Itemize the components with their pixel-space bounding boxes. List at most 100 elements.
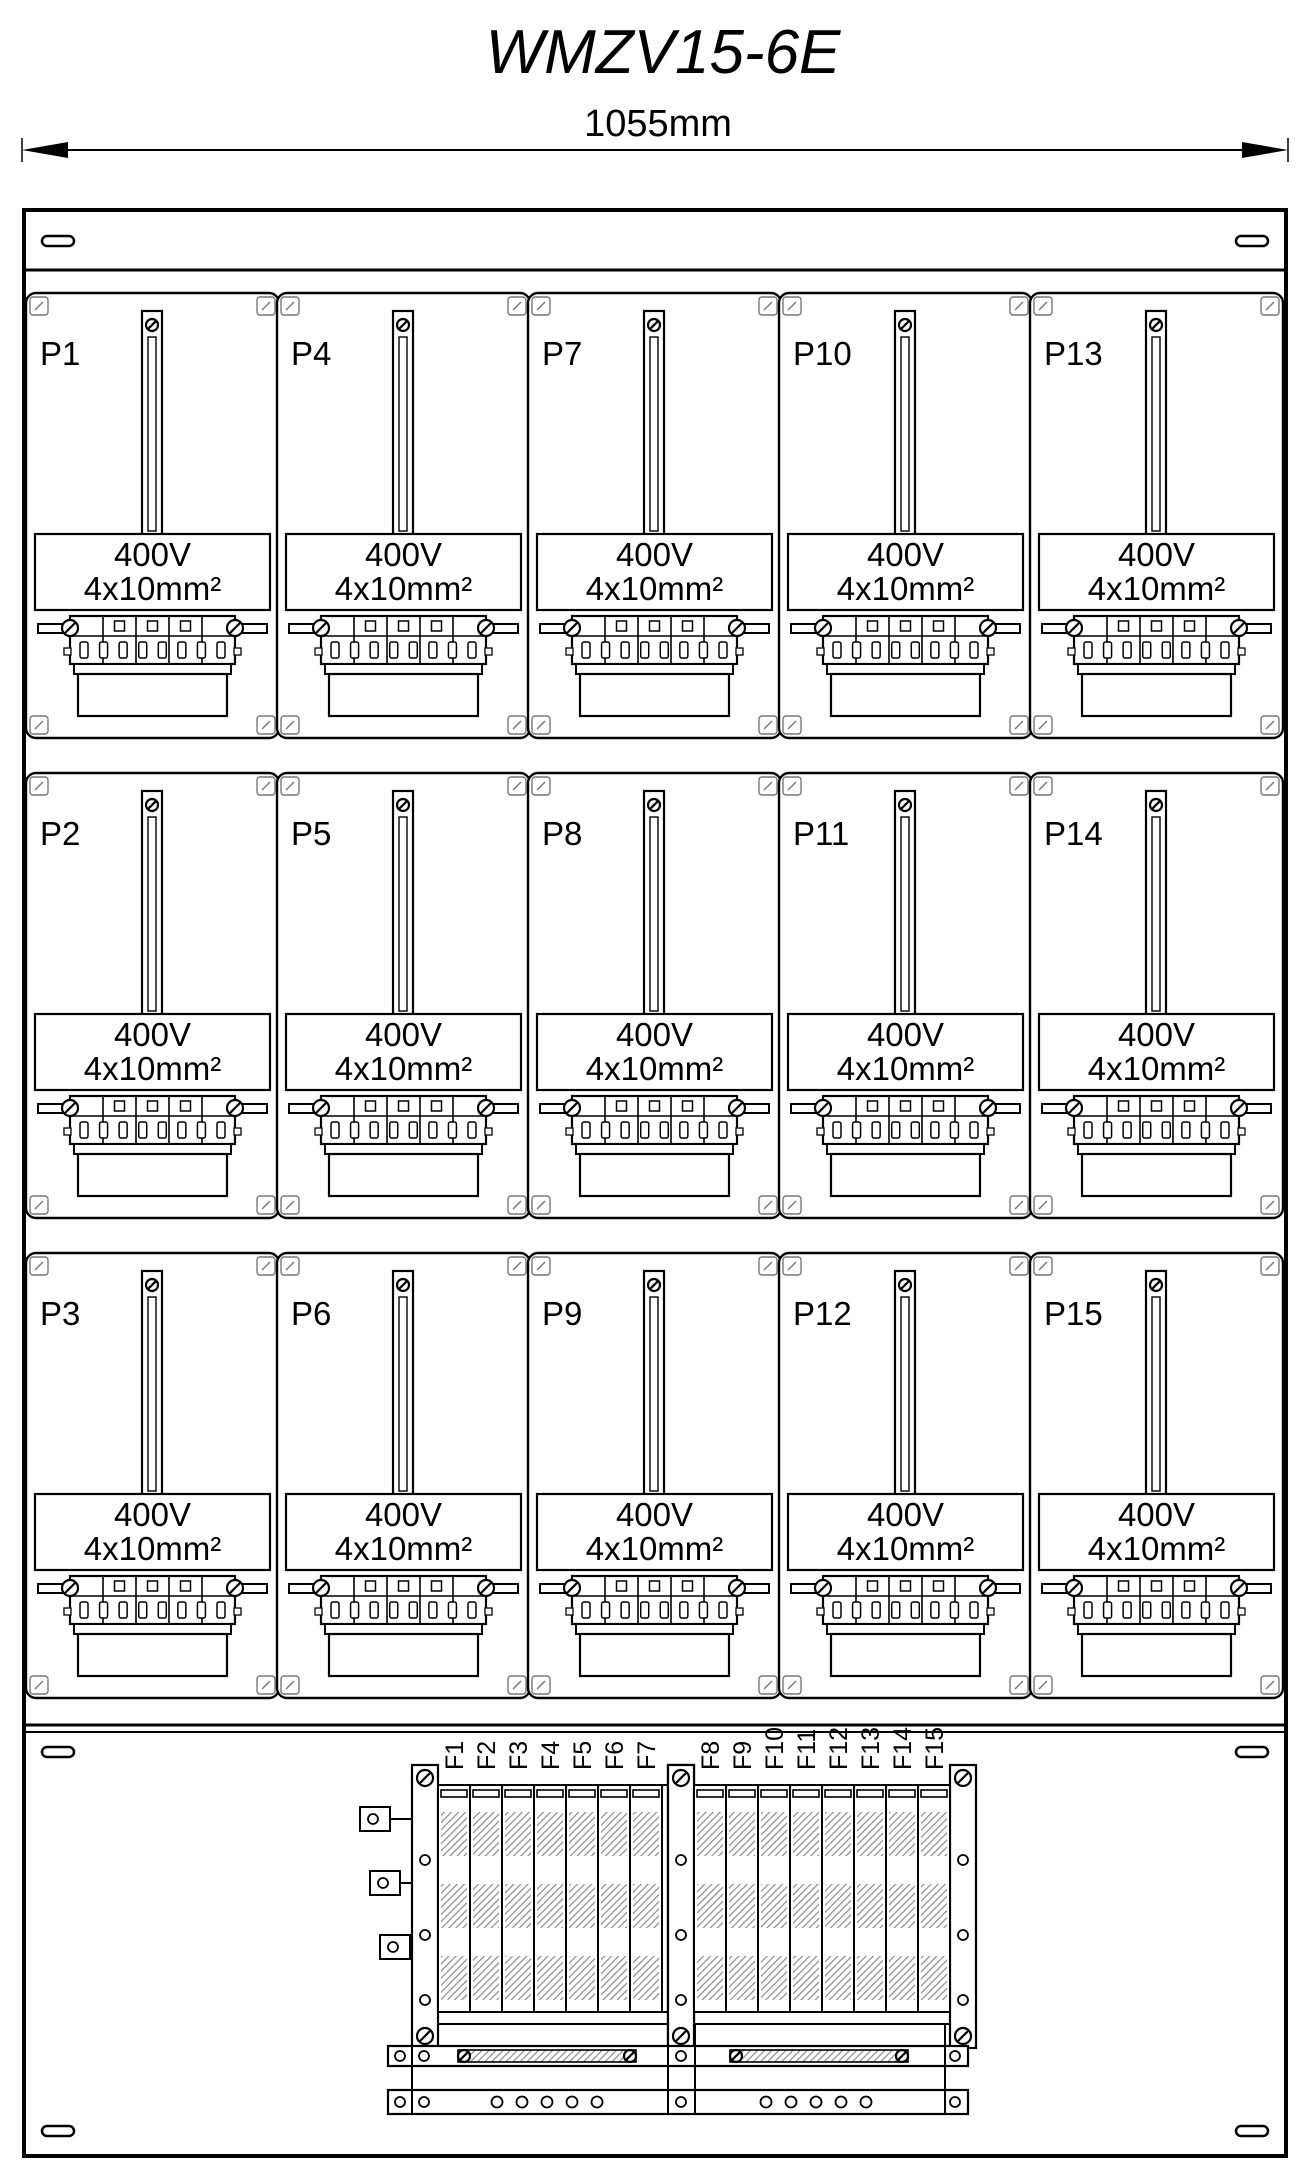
fastener-icon: [1033, 296, 1053, 316]
screw-icon: [813, 618, 833, 638]
screw-icon: [978, 618, 998, 638]
fuse-label: F5: [569, 1741, 597, 1770]
meter-cable-size: 4x10mm²: [1088, 1050, 1226, 1087]
fuse-label: F2: [473, 1741, 501, 1770]
meter-cable-size: 4x10mm²: [586, 570, 724, 607]
screw-icon: [1064, 1578, 1084, 1598]
screw-icon: [1229, 1098, 1249, 1118]
terminal-strip: [729, 2049, 909, 2063]
meter-label: P3: [40, 1295, 80, 1332]
screw-icon: [456, 2048, 472, 2064]
meter-cable-size: 4x10mm²: [84, 1530, 222, 1567]
fuse-label: F10: [761, 1727, 789, 1770]
fuse: F12: [821, 1727, 855, 2013]
fastener-icon: [29, 715, 49, 735]
meter-data-box: [33, 532, 272, 612]
terminal-block: [1041, 1574, 1272, 1678]
screw-icon: [562, 618, 582, 638]
screw-icon: [144, 1277, 160, 1293]
screw-icon: [1229, 1578, 1249, 1598]
meter-cable-size: 4x10mm²: [1088, 1530, 1226, 1567]
width-dimension: 1055mm: [21, 103, 1289, 162]
fastener-icon: [507, 1675, 527, 1695]
fastener-icon: [1033, 1675, 1053, 1695]
screw-icon: [311, 1578, 331, 1598]
meter-grid: P1400V4x10mm²P4400V4x10mm²P7400V4x10mm²P…: [24, 291, 1285, 1700]
screw-icon: [1148, 317, 1164, 333]
fastener-icon: [1009, 715, 1029, 735]
screw-icon: [144, 317, 160, 333]
meter-label: P1: [40, 335, 80, 372]
fuse: F11: [789, 1729, 823, 2013]
meter-label: P14: [1044, 815, 1103, 852]
fastener-icon: [1033, 776, 1053, 796]
screw-icon: [1148, 797, 1164, 813]
fastener-icon: [256, 776, 276, 796]
screw-icon: [622, 2048, 638, 2064]
fastener-icon: [758, 1195, 778, 1215]
meter-cable-size: 4x10mm²: [335, 570, 473, 607]
fastener-icon: [1260, 296, 1280, 316]
connection-lug: [359, 1806, 412, 1832]
screw-icon: [225, 618, 245, 638]
cabinet-frame: [22, 208, 1288, 2158]
fastener-icon: [280, 296, 300, 316]
fastener-icon: [1033, 1195, 1053, 1215]
fastener-icon: [758, 776, 778, 796]
fuse: F7: [629, 1741, 663, 2013]
fastener-icon: [782, 715, 802, 735]
terminal-block: [539, 1574, 770, 1678]
screw-icon: [476, 1098, 496, 1118]
meter-label: P10: [793, 335, 852, 372]
screw-icon: [727, 618, 747, 638]
terminal-block: [1041, 1094, 1272, 1198]
fastener-icon: [1260, 1256, 1280, 1276]
screw-icon: [60, 618, 80, 638]
meter-label: P15: [1044, 1295, 1103, 1332]
terminal-block: [37, 614, 268, 718]
meter-label: P8: [542, 815, 582, 852]
screw-icon: [897, 317, 913, 333]
fuse: F5: [565, 1741, 599, 2013]
fastener-icon: [758, 1675, 778, 1695]
fastener-icon: [29, 1256, 49, 1276]
terminal-block: [790, 614, 1021, 718]
meter-label: P4: [291, 335, 331, 372]
meter-label: P5: [291, 815, 331, 852]
fastener-icon: [507, 715, 527, 735]
screw-icon: [562, 1098, 582, 1118]
fuse-label: F7: [633, 1741, 661, 1770]
screw-icon: [646, 317, 662, 333]
fastener-icon: [531, 1195, 551, 1215]
connection-lug: [379, 1934, 412, 1960]
meter-cable-size: 4x10mm²: [1088, 570, 1226, 607]
fuse-label: F12: [825, 1727, 853, 1770]
fastener-icon: [280, 1675, 300, 1695]
screw-icon: [813, 1578, 833, 1598]
screw-icon: [225, 1578, 245, 1598]
screw-icon: [953, 1768, 973, 1788]
screw-icon: [395, 317, 411, 333]
meter-data-box: [1037, 1012, 1276, 1092]
fastener-icon: [280, 776, 300, 796]
terminal-block: [37, 1574, 268, 1678]
meter-label: P9: [542, 1295, 582, 1332]
fuse-label: F3: [505, 1741, 533, 1770]
connection-lug: [369, 1870, 412, 1896]
meter-voltage: 400V: [1118, 536, 1195, 573]
screw-icon: [1064, 1098, 1084, 1118]
screw-icon: [311, 1098, 331, 1118]
screw-icon: [225, 1098, 245, 1118]
screw-icon: [897, 1277, 913, 1293]
screw-icon: [415, 1768, 435, 1788]
screw-icon: [897, 797, 913, 813]
fastener-icon: [1009, 1675, 1029, 1695]
drawing-title: WMZV15-6E: [486, 18, 841, 87]
width-dimension-label: 1055mm: [584, 103, 732, 145]
